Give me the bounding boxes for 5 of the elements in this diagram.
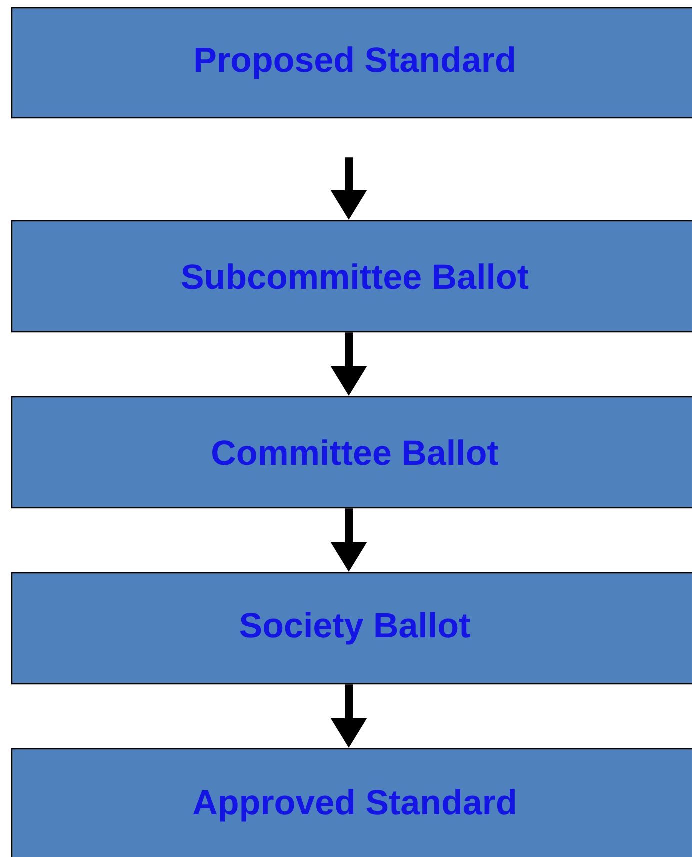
process-box: Committee Ballot xyxy=(11,396,692,509)
process-box: Approved Standard xyxy=(11,748,692,857)
process-box: Subcommittee Ballot xyxy=(11,220,692,333)
process-box: Society Ballot xyxy=(11,572,692,685)
process-box: Proposed Standard xyxy=(11,7,692,119)
